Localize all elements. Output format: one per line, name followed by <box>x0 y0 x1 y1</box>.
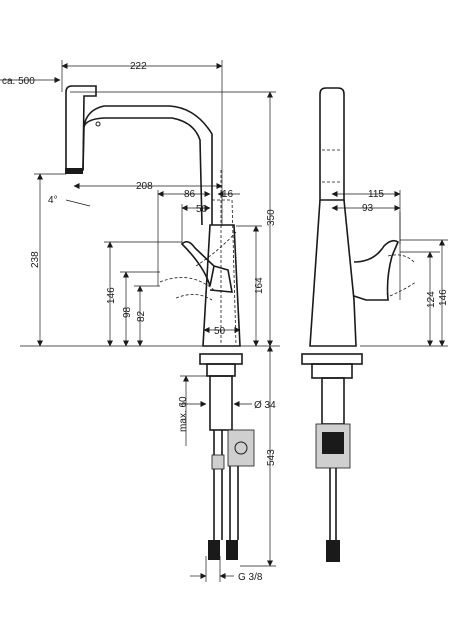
dim-hole-diameter: Ø 34 <box>254 400 276 411</box>
dim-spout-height: 238 <box>30 251 41 268</box>
front-dimensions <box>0 60 276 582</box>
dim-connection-thread: G 3/8 <box>238 572 263 583</box>
dim-side-handle-high: 146 <box>438 289 449 306</box>
dim-tilt-angle: 4° <box>48 195 58 206</box>
mounting-nut <box>206 363 236 377</box>
valve-knob <box>234 441 248 455</box>
hose-fitting-left <box>208 540 220 560</box>
flow-valve-box <box>227 429 255 467</box>
front-view <box>20 85 280 560</box>
spray-face <box>65 168 83 174</box>
side-dimensions <box>331 190 448 347</box>
dim-handle-center: 56 <box>196 204 208 215</box>
lever-handle-ghost <box>159 231 237 301</box>
side-body <box>309 199 357 347</box>
side-shank <box>321 377 345 425</box>
dim-body-height: 164 <box>254 277 265 294</box>
dim-side-handle-offset: 93 <box>362 203 374 214</box>
hose-fitting-right <box>226 540 238 560</box>
dim-reach-extended: ca. 500 <box>2 76 35 87</box>
side-hose <box>329 468 337 540</box>
spout-arm <box>65 92 213 226</box>
side-spout-head-dash <box>322 149 342 183</box>
side-spout-head <box>319 87 345 201</box>
side-view <box>301 87 417 562</box>
dim-body-diameter: 50 <box>214 326 226 337</box>
dim-handle-top-height: 146 <box>106 287 117 304</box>
side-handle <box>353 239 399 301</box>
dim-spout-to-body: 208 <box>136 181 153 192</box>
dim-max-deck: max. 60 <box>178 396 189 432</box>
side-mounting-nut <box>311 363 353 379</box>
spray-head <box>65 85 97 171</box>
side-handle-ghost <box>387 254 417 297</box>
deck-plate <box>199 353 243 365</box>
dim-handle-mid-height: 98 <box>122 306 133 318</box>
dim-hose-length: 543 <box>266 449 277 466</box>
dim-handle-offset: 86 <box>184 189 196 200</box>
lever-handle <box>180 240 233 293</box>
side-valve-insert <box>322 432 344 454</box>
side-hose-fitting <box>326 540 340 562</box>
dim-side-handle-low: 124 <box>426 291 437 308</box>
hose-break <box>213 480 239 520</box>
dim-overall-height: 350 <box>266 209 277 226</box>
pull-out-button <box>95 121 101 127</box>
dim-handle-low-height: 82 <box>136 310 147 322</box>
dim-reach: 222 <box>130 61 147 72</box>
side-deck-plate <box>301 353 363 365</box>
dim-handle-gap: 16 <box>222 189 234 200</box>
hose-fitting-mid <box>211 454 225 470</box>
dim-side-handle-reach: 115 <box>368 189 384 200</box>
side-labels: 115 93 124 146 <box>362 189 449 308</box>
front-labels: ca. 500 222 208 86 16 56 4° 50 max. 60 Ø… <box>2 61 277 583</box>
shank <box>209 375 233 431</box>
body-inner-dash <box>212 170 237 346</box>
